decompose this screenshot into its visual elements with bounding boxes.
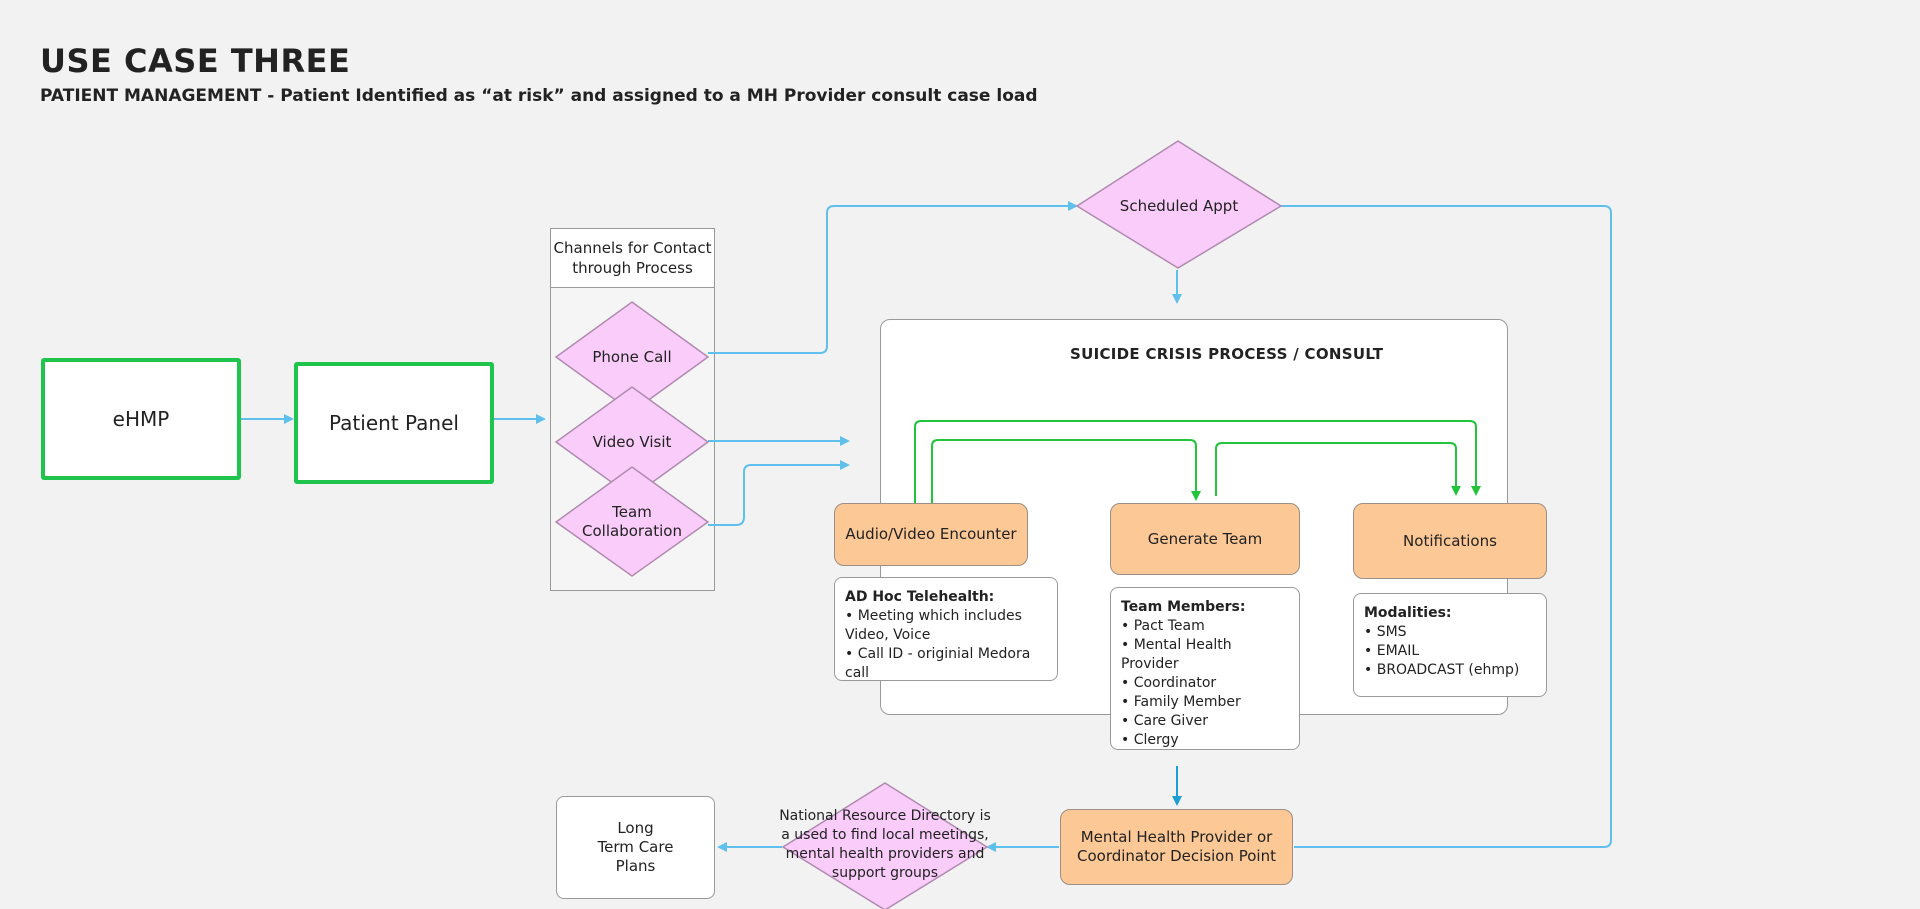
- av-encounter-box: Audio/Video Encounter: [834, 503, 1028, 566]
- suicide-crisis-title: SUICIDE CRISIS PROCESS / CONSULT: [1070, 345, 1384, 363]
- edge-team-crisis: [708, 460, 850, 526]
- telehealth-item: Meeting which includes Video, Voice: [845, 607, 1047, 645]
- generate-team-box: Generate Team: [1110, 503, 1300, 575]
- team-member-item: Family Member: [1121, 693, 1289, 712]
- team-member-item: Pact Team: [1121, 617, 1289, 636]
- telehealth-heading: AD Hoc Telehealth:: [845, 589, 995, 605]
- team-members-note: Team Members: Pact Team Mental Health Pr…: [1110, 587, 1300, 750]
- telehealth-item: Call ID - originial Medora call: [845, 645, 1047, 683]
- phone-call-label: Phone Call: [592, 347, 672, 366]
- team-members-heading: Team Members:: [1121, 599, 1246, 615]
- edge-phone-scheduled: [708, 201, 1078, 354]
- team-member-item: Mental Health Provider: [1121, 636, 1289, 674]
- resource-directory-label: National Resource Directory is a used to…: [779, 808, 991, 881]
- team-collaboration-diamond: [554, 466, 710, 577]
- resource-directory-diamond: [781, 782, 989, 909]
- modality-item: BROADCAST (ehmp): [1364, 661, 1536, 680]
- edge-av-team: [931, 439, 1201, 503]
- modality-item: EMAIL: [1364, 642, 1536, 661]
- modalities-note: Modalities: SMS EMAIL BROADCAST (ehmp): [1353, 593, 1547, 697]
- scheduled-appt-diamond: [1075, 140, 1283, 269]
- team-member-item: Clergy: [1121, 731, 1289, 750]
- team-member-item: Care Giver: [1121, 712, 1289, 731]
- patient-panel-box: Patient Panel: [294, 362, 494, 484]
- modality-item: SMS: [1364, 623, 1536, 642]
- telehealth-note: AD Hoc Telehealth: Meeting which include…: [834, 577, 1058, 681]
- edge-av-notifications: [914, 420, 1481, 503]
- page-title: USE CASE THREE: [40, 42, 351, 80]
- channels-title: Channels for Contact through Process: [550, 228, 715, 288]
- edge-team-notifications: [1215, 442, 1461, 496]
- team-collaboration-label: Team Collaboration: [582, 503, 682, 540]
- notifications-box: Notifications: [1353, 503, 1547, 579]
- modalities-heading: Modalities:: [1364, 605, 1452, 621]
- video-visit-label: Video Visit: [592, 432, 672, 451]
- ehmp-box: eHMP: [41, 358, 241, 480]
- scheduled-appt-label: Scheduled Appt: [1119, 196, 1239, 215]
- page-subtitle: PATIENT MANAGEMENT - Patient Identified …: [40, 86, 1038, 106]
- long-term-box: Long Term Care Plans: [556, 796, 715, 899]
- decision-point-box: Mental Health Provider or Coordinator De…: [1060, 809, 1293, 885]
- edge-scheduled-decision: [1281, 205, 1612, 848]
- team-member-item: Coordinator: [1121, 674, 1289, 693]
